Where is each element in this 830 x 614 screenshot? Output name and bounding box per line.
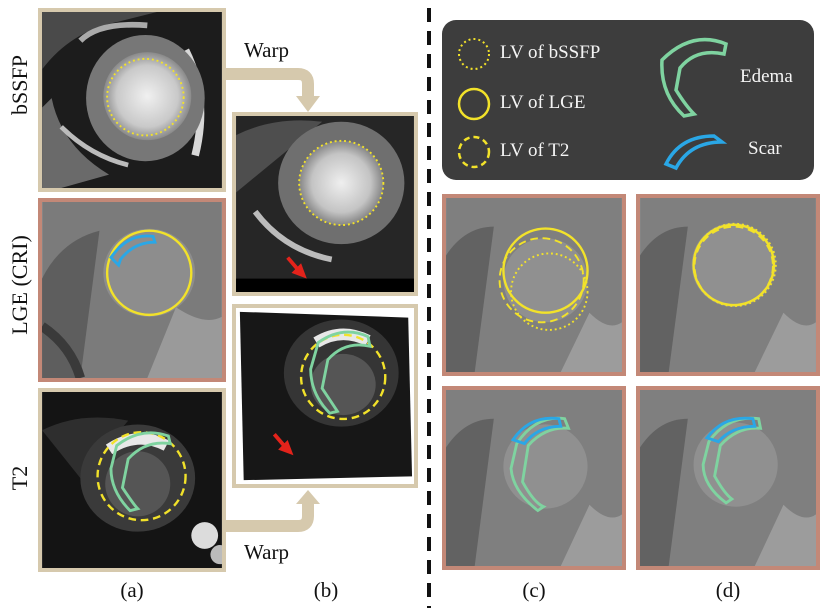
legend-label-scar: Scar xyxy=(748,138,782,159)
edema-contour xyxy=(109,431,173,513)
legend-box: LV of bSSFP LV of LGE LV of T2 Edema Sca… xyxy=(442,20,814,180)
mri-lge-image xyxy=(42,202,222,378)
row-label-t2: T2 xyxy=(7,465,32,491)
edema-contour-warped xyxy=(309,330,372,415)
column-label-d: (d) xyxy=(715,578,741,602)
red-arrow-icon xyxy=(286,256,307,279)
legend-dotted-circle-icon xyxy=(458,38,490,70)
column-label-a: (a) xyxy=(120,578,144,602)
column-label-c: (c) xyxy=(522,578,546,602)
panel-a-t2 xyxy=(38,388,226,572)
mri-lge-overlay-c-lesion xyxy=(446,390,622,566)
mri-t2-image xyxy=(42,392,222,568)
legend-label-lv-t2: LV of T2 xyxy=(500,140,570,161)
lv-t2-contour-warped xyxy=(299,333,387,421)
mri-bssfp-image xyxy=(42,12,222,188)
mri-warped-bssfp-image xyxy=(236,116,414,292)
legend-scar-icon xyxy=(663,134,728,171)
legend-label-lv-bssfp: LV of bSSFP xyxy=(500,42,601,63)
lv-t2-contour xyxy=(96,430,187,522)
warp-label-bottom: Warp xyxy=(244,540,289,564)
panel-c-lv-contours xyxy=(442,194,626,376)
mri-lge-overlay-c xyxy=(446,198,622,372)
row-label-lge: LGE (CRI) xyxy=(7,235,32,335)
panel-a-bssfp xyxy=(38,8,226,192)
panel-c-scar-edema xyxy=(442,386,626,570)
panel-d-scar-edema xyxy=(636,386,820,570)
column-label-b: (b) xyxy=(313,578,339,602)
lv-lge-contour xyxy=(105,229,193,317)
panel-d-lv-contours xyxy=(636,194,820,376)
legend-solid-circle-icon xyxy=(457,87,491,121)
legend-label-edema: Edema xyxy=(740,66,793,87)
legend-dashed-circle-icon xyxy=(457,135,491,169)
mri-lge-overlay-d-lesion xyxy=(640,390,816,566)
lv-bssfp-contour xyxy=(106,57,185,137)
mri-warped-t2-image xyxy=(236,308,414,484)
scar-contour xyxy=(109,234,157,268)
legend-label-lv-lge: LV of LGE xyxy=(500,92,586,113)
dashed-separator xyxy=(427,8,431,608)
lv-bssfp-contour-warped xyxy=(298,139,385,226)
mri-lge-overlay-d xyxy=(640,198,816,372)
row-label-bssfp: bSSFP xyxy=(7,55,32,115)
panel-b-bssfp-warped xyxy=(232,112,418,296)
legend-edema-icon xyxy=(660,37,728,118)
warp-arrow-bottom xyxy=(226,490,320,532)
warp-label-top: Warp xyxy=(244,38,289,62)
panel-b-t2-warped xyxy=(232,304,418,488)
red-arrow-icon xyxy=(272,433,294,456)
warp-arrow-top xyxy=(226,68,320,112)
panel-a-lge xyxy=(38,198,226,382)
